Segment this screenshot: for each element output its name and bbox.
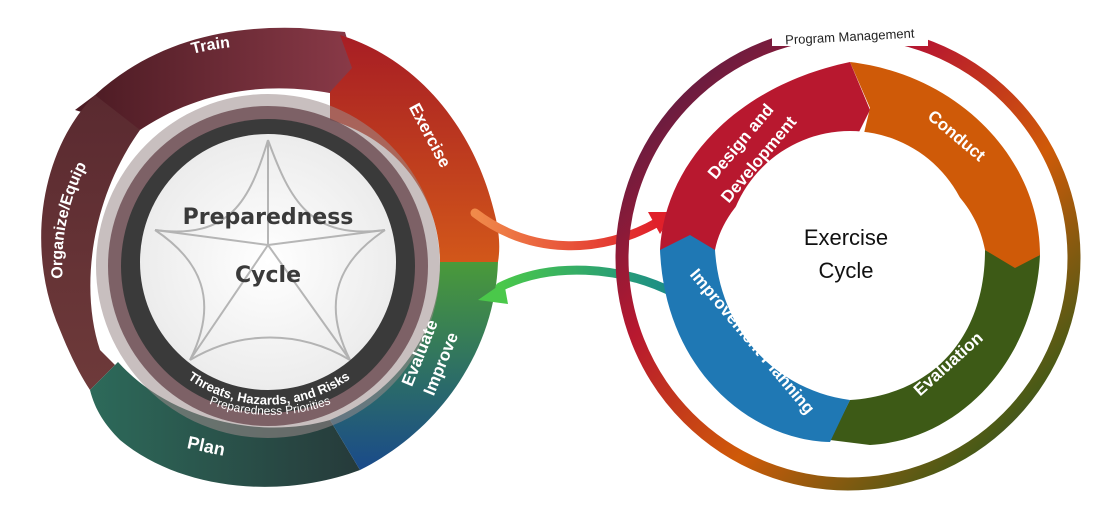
segment-conduct — [850, 62, 1040, 270]
segment-evaluation — [830, 250, 1040, 445]
segment-design-development — [660, 62, 870, 250]
arrow-to-preparedness-cycle — [478, 265, 681, 304]
segment-train-label: Train — [190, 34, 231, 58]
exercise-cycle-center — [726, 131, 974, 379]
preparedness-center-line2: Cycle — [235, 263, 301, 288]
preparedness-cycle: Preparedness Cycle Threats, Hazards, and… — [41, 27, 500, 487]
program-management-label: Program Management — [785, 26, 915, 48]
segment-train — [75, 27, 358, 130]
exercise-center-line1: Exercise — [804, 225, 888, 250]
exercise-center-line2: Cycle — [818, 258, 873, 283]
exercise-cycle: Program Management Exercise Cycle Design… — [615, 24, 1081, 491]
segment-exercise — [330, 35, 500, 262]
program-management-label-bg — [772, 24, 928, 46]
segment-evaluate-improve — [330, 262, 498, 470]
preparedness-center-line1: Preparedness — [183, 205, 354, 230]
segment-improvement-planning — [660, 235, 850, 442]
arrow-to-exercise-cycle — [470, 208, 674, 251]
segment-organize-equip — [41, 95, 140, 390]
preparedness-center — [140, 134, 396, 390]
center-web-lines — [154, 139, 386, 361]
